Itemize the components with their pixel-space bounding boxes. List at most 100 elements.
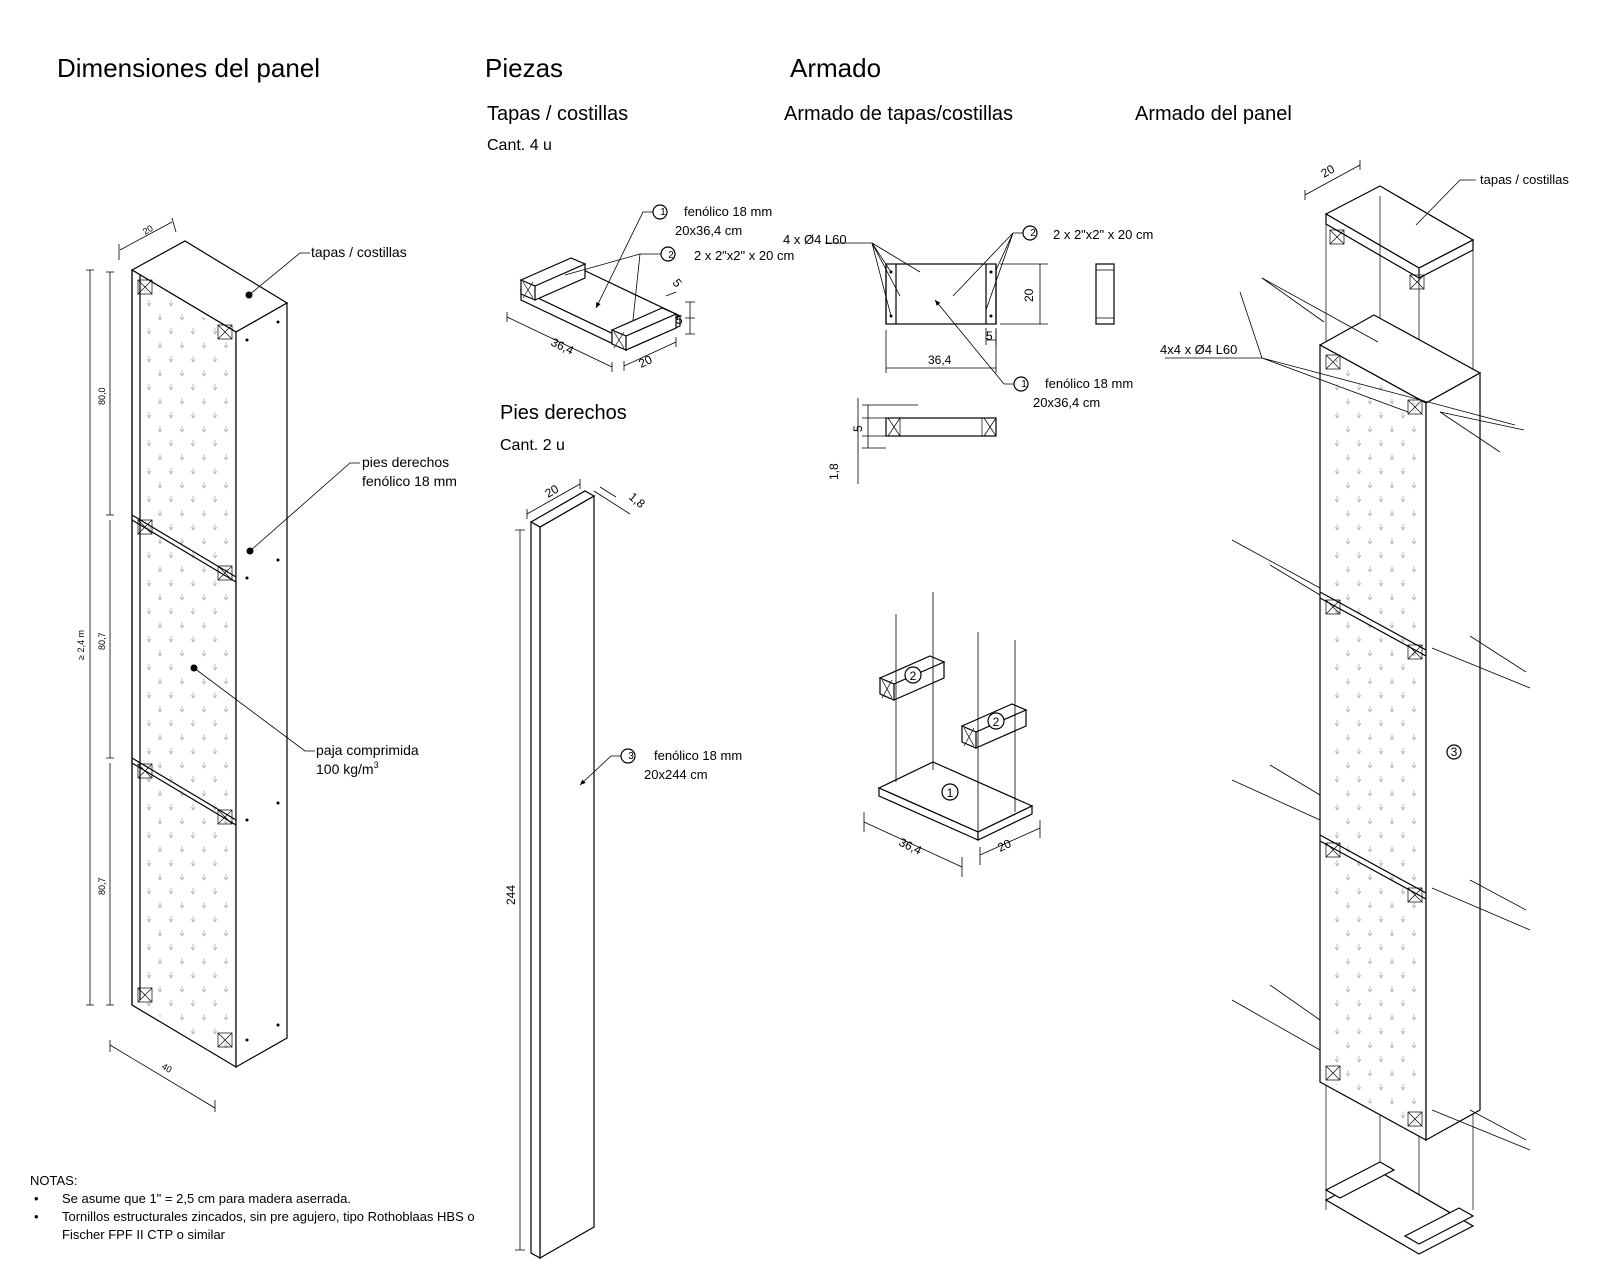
label-paja-comprimida: paja comprimida [316, 742, 419, 758]
heading-armado-tapas: Armado de tapas/costillas [784, 103, 1013, 125]
tapa-label-2: 2 x 2"x2" x 20 cm [694, 248, 794, 263]
dim-top-line [118, 217, 177, 260]
tapa-block-hatch [522, 281, 625, 349]
dim-top-value: 20 [141, 223, 155, 237]
exp-callout-2a: 2 [910, 669, 917, 683]
tapa-dim-wid [623, 337, 677, 371]
section-dims [857, 398, 918, 484]
tapa-label-1a: fenólico 18 mm [684, 204, 772, 219]
plan-label-2: 2 x 2"x2" x 20 cm [1053, 227, 1153, 242]
ap-screws-label: 4x4 x Ø4 L60 [1160, 342, 1237, 357]
plan-leader-screws [825, 242, 921, 317]
plan-leader-2 [952, 232, 1023, 311]
section-hatch [887, 417, 997, 437]
leader-paja [193, 667, 315, 752]
ap-dim-20-line [1304, 160, 1361, 200]
plan-callout-2: 2 [1030, 228, 1036, 239]
pie-dim-t-value: 1,8 [626, 490, 648, 512]
straw-fill [140, 280, 228, 1057]
pie-label-3a: fenólico 18 mm [654, 748, 742, 763]
panel-screw-dots [245, 320, 280, 1042]
pie-board-front [539, 494, 595, 1260]
heading-panel-dimensions: Dimensiones del panel [57, 53, 320, 83]
ap-blocks [1325, 229, 1425, 1127]
panel-ribs [131, 514, 237, 826]
ap-ribs [1319, 591, 1427, 900]
leader-pies [249, 462, 360, 552]
plan-leader-1 [934, 299, 1014, 385]
dim-total-line [86, 269, 94, 1006]
plan-board [885, 263, 997, 325]
dim-total-value: ≥ 2,4 m [76, 630, 86, 660]
dim-segment-2: 80,7 [97, 632, 107, 650]
exp-callout-1-circle [941, 783, 959, 801]
pie-callout-3: 3 [628, 751, 634, 762]
ap-leader-tapas [1415, 179, 1476, 226]
panel-left-edge [131, 270, 141, 1005]
pie-board-edge [530, 520, 541, 1260]
label-pies-derechos: pies derechos [362, 454, 449, 470]
tapa-block-front [610, 307, 678, 351]
tapas-piece-drawing [506, 204, 695, 372]
exp-callout-1: 1 [947, 786, 954, 800]
heading-pies-derechos: Pies derechos [500, 402, 627, 424]
note-item: Tornillos estructurales zincados, sin pr… [34, 1208, 490, 1244]
plan-dim-20-line [1000, 263, 1048, 325]
pie-dim-t-line [593, 486, 631, 515]
tapa-dim-wid-value: 20 [636, 352, 654, 370]
block-elevation-lines [1096, 269, 1114, 319]
section-board [885, 417, 997, 437]
ap-callout-3: 3 [1451, 745, 1458, 759]
ap-label-tapas: tapas / costillas [1480, 172, 1569, 187]
pie-label-3b: 20x244 cm [644, 767, 708, 782]
plan-label-1a: fenólico 18 mm [1045, 376, 1133, 391]
ap-bottom-block-front [1403, 1207, 1475, 1245]
armado-tapas-plan [825, 225, 1115, 484]
leader-tapas [248, 252, 310, 296]
label-pies-fenolico: fenólico 18 mm [362, 473, 457, 489]
dim-bottom-line [109, 1040, 216, 1112]
armado-panel-exploded [1165, 160, 1531, 1255]
dim-segment-lines [106, 271, 114, 1006]
pie-dim-h-value: 244 [504, 885, 518, 905]
exp-callout-2b: 2 [993, 715, 1000, 729]
tapas-quantity: Cant. 4 u [487, 137, 552, 154]
exp-callout-2b-circle [987, 712, 1005, 730]
section-block-left [885, 417, 901, 437]
tapa-block-back [519, 257, 587, 301]
dim-segment-1: 80,0 [97, 387, 107, 405]
plan-dim-5-line [985, 328, 997, 345]
tapa-dim-5 [665, 291, 695, 335]
pie-leader-3 [579, 755, 621, 786]
panel-blocks [137, 279, 233, 1048]
exp-dim-20-value: 20 [995, 836, 1013, 854]
plan-callout-1: 1 [1021, 379, 1027, 390]
panel-isometric [86, 217, 360, 1112]
plan-screws-label: 4 x Ø4 L60 [783, 232, 847, 247]
ap-screws [1231, 277, 1531, 1151]
plan-dim-364: 36,4 [928, 353, 952, 367]
section-dim-5: 5 [851, 425, 865, 432]
tapa-dim-5b: 5 [676, 313, 683, 327]
dim-segment-3: 80,7 [97, 877, 107, 895]
section-dim-18: 1,8 [827, 463, 841, 480]
tapa-callout-2: 2 [668, 250, 674, 261]
notes-list: Se asume que 1" = 2,5 cm para madera ase… [30, 1190, 490, 1244]
plan-label-1b: 20x36,4 cm [1033, 395, 1100, 410]
tapa-dim-5a: 5 [670, 276, 685, 290]
exp-dim-364 [863, 812, 963, 877]
pies-piece-drawing [515, 479, 636, 1260]
ap-straw-fill [1328, 355, 1418, 1130]
tapa-leader-1 [595, 211, 653, 309]
plan-dim-20: 20 [1022, 288, 1036, 302]
label-paja-density: 100 kg/m3 [316, 760, 379, 777]
notes-title: NOTAS: [30, 1173, 78, 1188]
tapa-dim-len-value: 36,4 [549, 335, 576, 358]
pies-quantity: Cant. 2 u [500, 437, 565, 454]
ap-leader-screws [1165, 291, 1516, 426]
label-tapas-costillas: tapas / costillas [311, 244, 407, 260]
heading-armado-panel: Armado del panel [1135, 103, 1292, 125]
heading-assembly: Armado [790, 53, 881, 83]
pie-dim-w-line [526, 479, 581, 519]
